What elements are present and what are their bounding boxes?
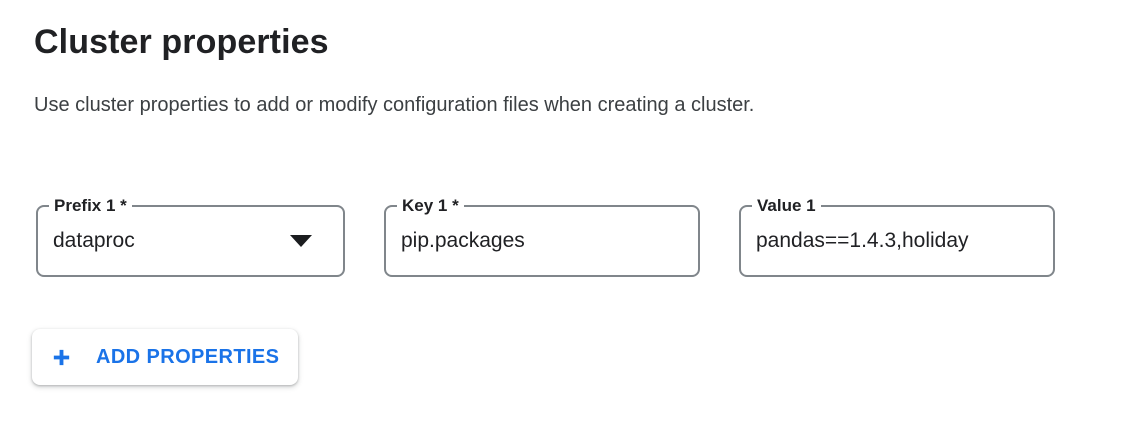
- cluster-properties-section: Cluster properties Use cluster propertie…: [32, 23, 1122, 385]
- dropdown-arrow-icon: [290, 235, 312, 247]
- key-field: Key 1 *: [384, 196, 700, 277]
- property-row: Prefix 1 * dataproc Key 1 * Value 1: [36, 196, 1122, 277]
- add-properties-label: ADD PROPERTIES: [96, 345, 280, 368]
- plus-icon: [53, 349, 70, 365]
- key-input[interactable]: [386, 207, 698, 275]
- add-properties-button[interactable]: ADD PROPERTIES: [32, 329, 299, 385]
- value-field-label: Value 1: [752, 196, 821, 216]
- prefix-field-label: Prefix 1 *: [49, 196, 132, 216]
- page-description: Use cluster properties to add or modify …: [34, 94, 755, 116]
- prefix-select-value: dataproc: [53, 229, 135, 252]
- page-title: Cluster properties: [34, 23, 329, 61]
- value-field: Value 1: [739, 196, 1055, 277]
- value-input[interactable]: [741, 207, 1053, 275]
- prefix-select[interactable]: dataproc: [38, 207, 343, 275]
- prefix-field: Prefix 1 * dataproc: [36, 196, 345, 277]
- key-field-label: Key 1 *: [397, 196, 464, 216]
